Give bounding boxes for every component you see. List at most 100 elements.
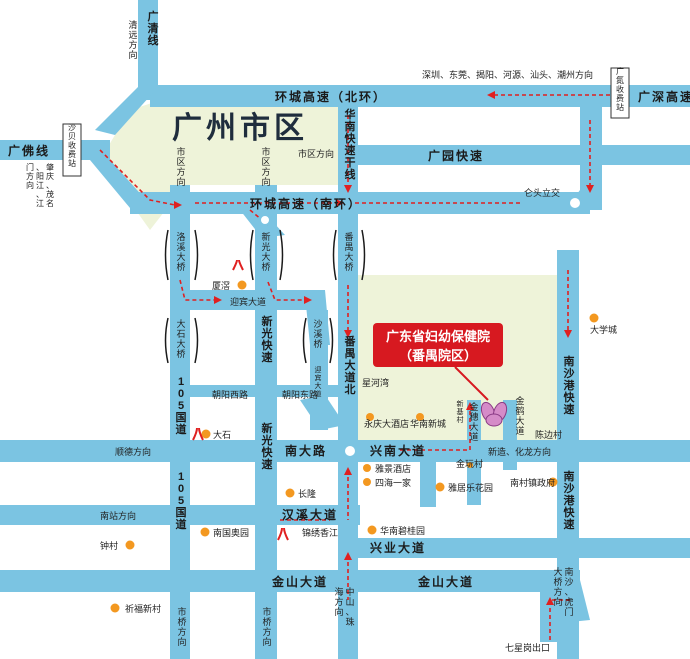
bridge-markers <box>164 229 366 364</box>
poi-dashi: 大石 <box>213 429 231 440</box>
callout-pointer <box>454 366 489 401</box>
bridge-bracket <box>279 229 284 281</box>
vlabel-dashi-bridge: 大石大桥 <box>176 318 185 359</box>
route-lines <box>99 94 610 640</box>
arrow-icon <box>546 597 554 605</box>
label-nandalu: 南大路 <box>285 443 327 458</box>
vlabel-yingbin-2: 迎宾大道 <box>315 365 322 398</box>
landmark-icons <box>192 259 289 541</box>
landmark-icon <box>277 527 289 541</box>
poi-dot <box>435 482 445 492</box>
landmark-icon <box>232 259 244 271</box>
label-east-directions: 深圳、东莞、揭阳、河源、汕头、潮州方向 <box>422 69 593 80</box>
vlabel-shiqiao-1: 市桥方向 <box>177 606 186 647</box>
label-shunde: 顺德方向 <box>115 446 151 457</box>
roundabouts <box>259 196 582 458</box>
label-shiqu-3: 市区方向 <box>298 148 334 159</box>
vlabel-jinsui: 金穗大道 <box>469 401 478 442</box>
label-cangtou: 仑头立交 <box>524 187 560 198</box>
poi-dot <box>363 464 371 472</box>
toll-box-guanghe <box>610 67 630 119</box>
vlabel-humen: 南沙、虎门大桥方向 <box>553 566 573 617</box>
poi-jinwan: 金玩村 <box>456 458 483 469</box>
vlabel-shabei-toll: 沙贝收费站 <box>68 123 76 168</box>
bridge-bracket <box>164 317 169 364</box>
poi-yaju: 雅居乐花园 <box>448 482 493 493</box>
bridge-bracket <box>164 229 169 281</box>
poi-nanguo: 南国奥园 <box>213 527 249 538</box>
label-yingbin: 迎宾大道 <box>230 296 266 307</box>
vlabel-nansha-gang: 南沙港快速 <box>563 354 576 416</box>
landmark-icon <box>192 427 204 441</box>
poi-dot <box>110 603 120 613</box>
poi-dot <box>467 462 473 468</box>
poi-dot <box>367 525 377 535</box>
toll-box-shabei <box>62 123 82 177</box>
label-jinshan: 金山大道 <box>271 574 328 589</box>
poi-daxuecheng: 大学城 <box>590 324 617 335</box>
poi-yongqing: 永庆大酒店 <box>364 418 409 429</box>
label-guangshen: 广深高速 <box>638 89 690 104</box>
vlabel-luoxi: 洛溪大桥 <box>176 231 185 272</box>
road-jinshan <box>0 570 580 592</box>
roundabout-icon <box>343 444 357 458</box>
arrow-icon <box>586 185 594 193</box>
poi-jinxiu: 锦绣香江 <box>302 527 338 538</box>
vlabel-west: 肇庆、茂名、阳江、江门方向 <box>26 162 54 208</box>
label-xingye: 兴业大道 <box>370 540 426 555</box>
arrow-icon <box>564 330 572 338</box>
road-chaoyang <box>190 385 340 397</box>
poi-dot <box>125 540 135 550</box>
hospital-branch: （番禺院区） <box>398 348 477 363</box>
vlabel-panyu-bridge: 番禺大桥 <box>344 231 353 272</box>
vlabel-xinguang-2: 新光快速 <box>261 421 274 471</box>
arrow-icon <box>336 199 344 207</box>
vlabel-panyu-dadao: 番禺大道北 <box>344 334 357 396</box>
road-xingye <box>355 538 690 558</box>
vlabel-xinguang-bridge: 新光大桥 <box>261 231 270 272</box>
district-title: 广州市区 <box>172 111 308 145</box>
label-xinzao: 新造、化龙方向 <box>488 446 551 457</box>
label-exit: 七星岗出口 <box>505 642 550 653</box>
poi-qifu: 祈福新村 <box>125 603 161 614</box>
poi-yajing: 雅景酒店 <box>375 463 411 474</box>
vlabel-qingyuan: 清远方向 <box>128 19 137 60</box>
poi-dot <box>366 413 374 421</box>
road-guangfo <box>0 140 110 160</box>
arrow-icon <box>344 185 352 193</box>
arrow-icon <box>344 330 352 338</box>
label-nanzhan: 南站方向 <box>100 510 136 521</box>
poi-sihai: 四海一家 <box>375 477 411 488</box>
bridge-bracket <box>249 229 254 281</box>
poi-xinghewan: 星河湾 <box>362 377 389 388</box>
road-shaxi-vertical <box>310 310 328 430</box>
vlabel-shaxi-bridge: 沙溪桥 <box>313 319 322 349</box>
route-west-diag <box>99 149 176 206</box>
road-diagonal-sw <box>90 160 155 214</box>
vlabel-shiqiao-2: 市桥方向 <box>262 606 271 647</box>
poi-changlong: 长隆 <box>298 488 316 499</box>
vlabel-zhongshan: 中山、珠海方向 <box>334 586 354 627</box>
label-chaoyang-w: 朝阳西路 <box>212 389 248 400</box>
bridge-bracket <box>332 229 337 281</box>
label-guangyuan: 广园快速 <box>428 148 484 163</box>
bridge-bracket <box>329 317 334 364</box>
route-xinguang-bridge <box>249 209 269 226</box>
poi-dot <box>416 413 424 421</box>
vlabel-huanan: 华南快速干线 <box>344 107 357 181</box>
label-huancheng-north: 环城高速（北环） <box>275 89 387 104</box>
vlabel-xinguang: 新光快速 <box>261 314 274 364</box>
bridge-bracket <box>302 317 307 364</box>
vlabel-guangqing: 广清线 <box>148 9 159 47</box>
arrow-icon <box>214 296 222 304</box>
arrow-icon <box>466 402 474 410</box>
poi-dot <box>237 280 247 290</box>
label-jinshan-2: 金山大道 <box>417 574 474 589</box>
roundabout-icon <box>259 214 271 226</box>
poi-dot <box>589 313 599 323</box>
bridge-bracket <box>361 229 366 281</box>
